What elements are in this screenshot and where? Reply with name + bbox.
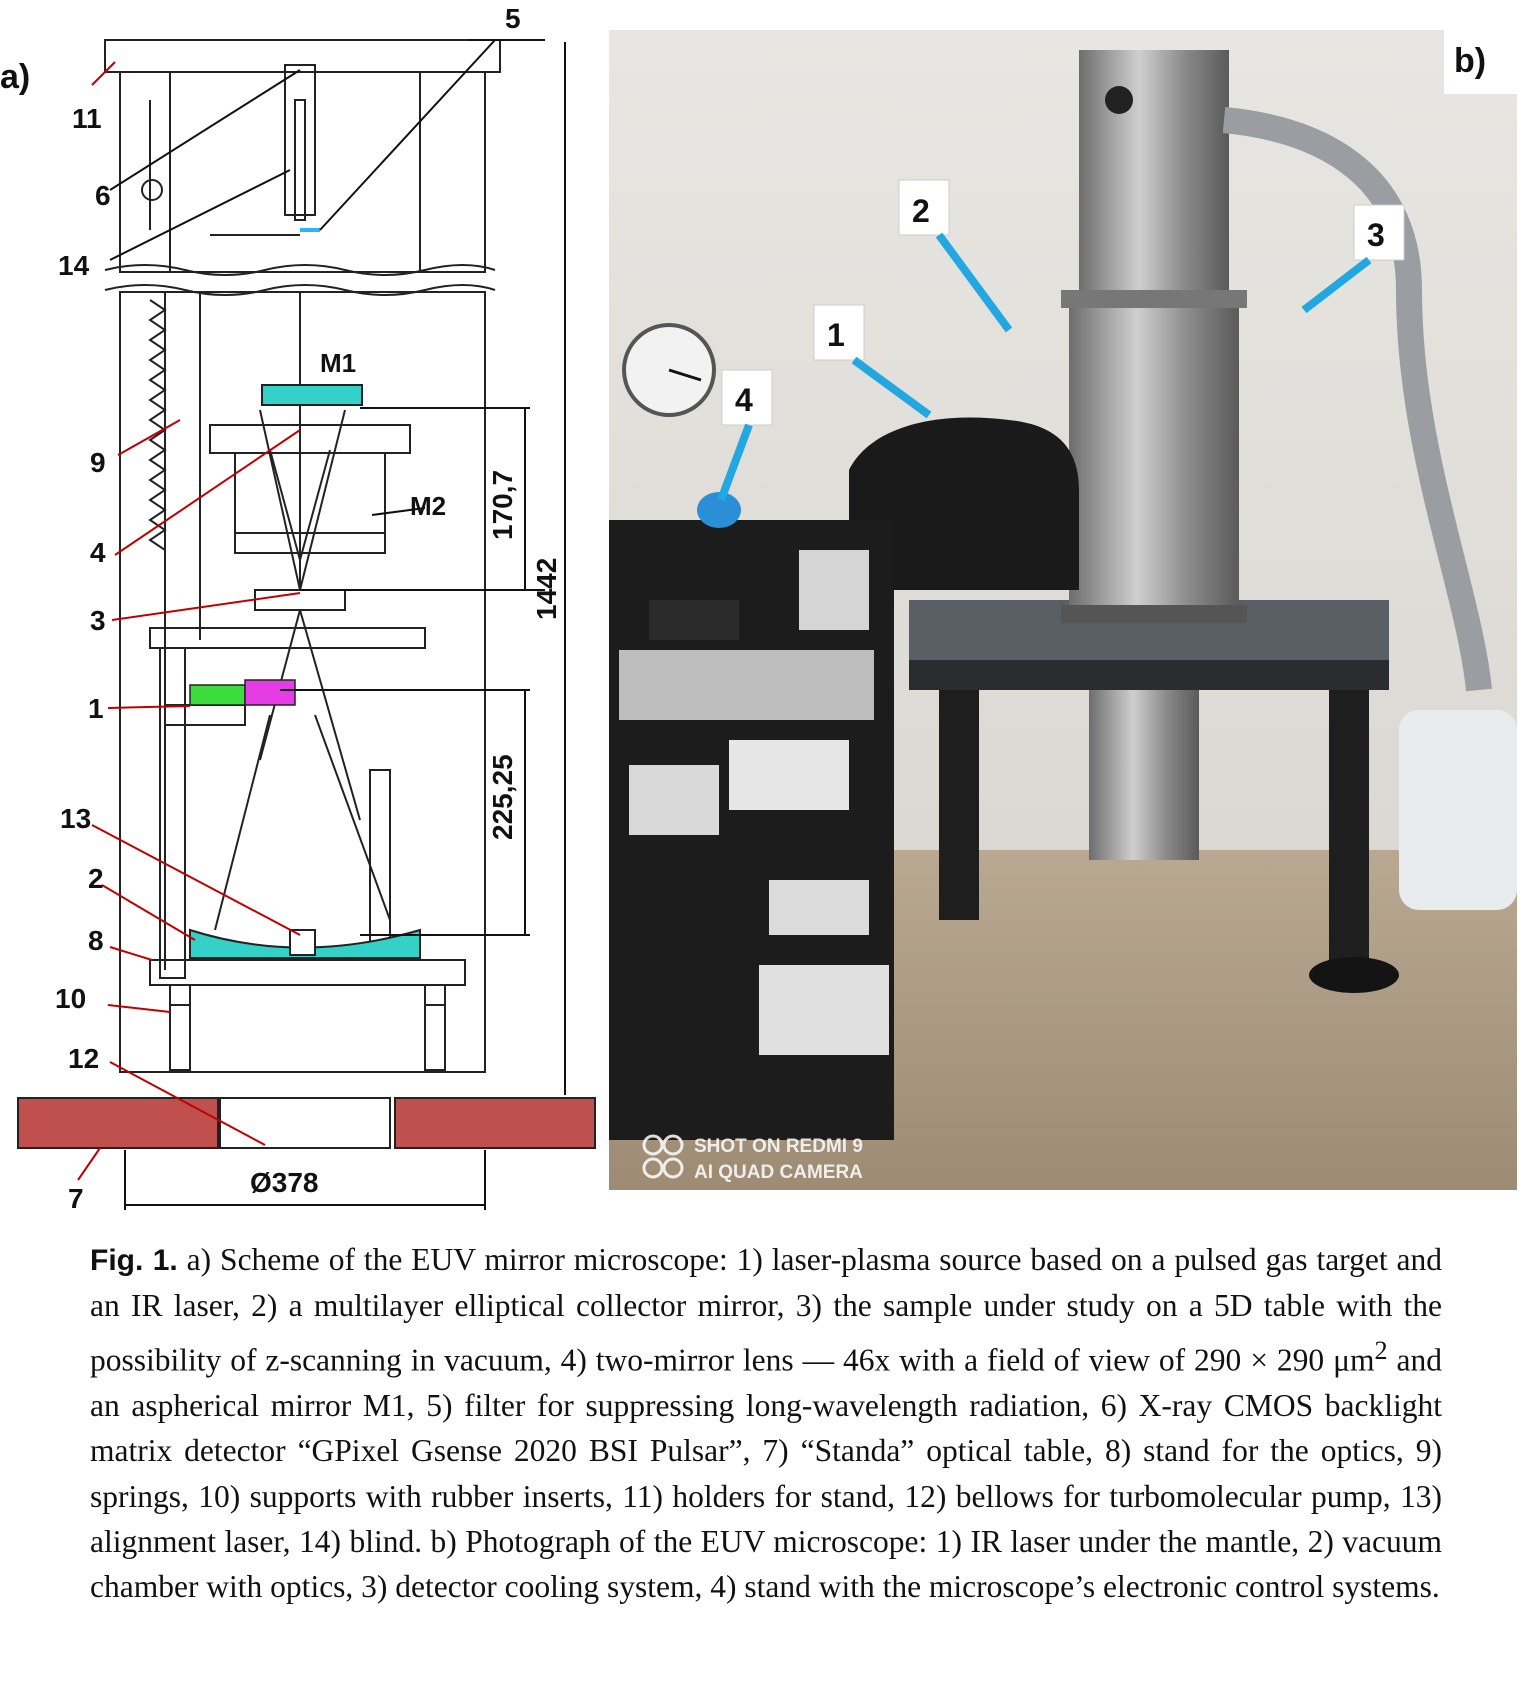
svg-text:4: 4: [735, 382, 753, 418]
label-13: 13: [60, 803, 91, 834]
panel-b-label: b): [1454, 42, 1486, 80]
dimension-225-25: 225,25: [487, 754, 518, 840]
panel-a-label: a): [0, 58, 30, 96]
mirror-label-m2: M2: [410, 491, 446, 521]
scheme-diagram: a) 11 5 6 14 9 4 3 1 13 2 8 10 12 7 M1 M…: [0, 3, 596, 1214]
label-1: 1: [88, 693, 104, 724]
dimension-1442: 1442: [531, 558, 562, 620]
caption-superscript: 2: [1374, 1336, 1388, 1366]
label-12: 12: [68, 1043, 99, 1074]
svg-text:3: 3: [1367, 217, 1385, 253]
svg-text:1: 1: [827, 317, 845, 353]
label-9: 9: [90, 447, 106, 478]
svg-text:2: 2: [912, 193, 930, 229]
camera-watermark: SHOT ON REDMI 9 AI QUAD CAMERA: [642, 1134, 863, 1183]
figure-caption: Fig. 1. a) Scheme of the EUV mirror micr…: [90, 1237, 1442, 1609]
label-8: 8: [88, 925, 104, 956]
label-2: 2: [88, 863, 104, 894]
label-4: 4: [90, 537, 106, 568]
label-10: 10: [55, 983, 86, 1014]
photo-microscope: b) 1 2 3 4 SHOT ON REDMI 9 AI QUAD CAMER…: [609, 30, 1517, 1190]
label-3: 3: [90, 605, 106, 636]
callout-2: 2: [898, 179, 1013, 333]
caption-text-1: a) Scheme of the EUV mirror microscope: …: [90, 1242, 1442, 1378]
label-11: 11: [72, 103, 102, 134]
mirror-label-m1: M1: [320, 348, 356, 378]
label-7: 7: [68, 1183, 84, 1214]
callout-4: 4: [717, 369, 773, 502]
label-14: 14: [58, 250, 90, 281]
caption-text-2: and an aspherical mirror M1, 5) filter f…: [90, 1342, 1442, 1604]
callout-1: 1: [813, 304, 932, 419]
svg-text:SHOT ON REDMI 9: SHOT ON REDMI 9: [694, 1136, 863, 1157]
dimension-170-7: 170,7: [487, 470, 518, 540]
callout-3: 3: [1301, 204, 1405, 314]
dimension-diameter: Ø378: [250, 1167, 319, 1198]
figure-label: Fig. 1.: [90, 1244, 178, 1277]
svg-text:AI QUAD CAMERA: AI QUAD CAMERA: [694, 1162, 863, 1183]
label-5: 5: [505, 3, 521, 34]
label-6: 6: [95, 180, 111, 211]
